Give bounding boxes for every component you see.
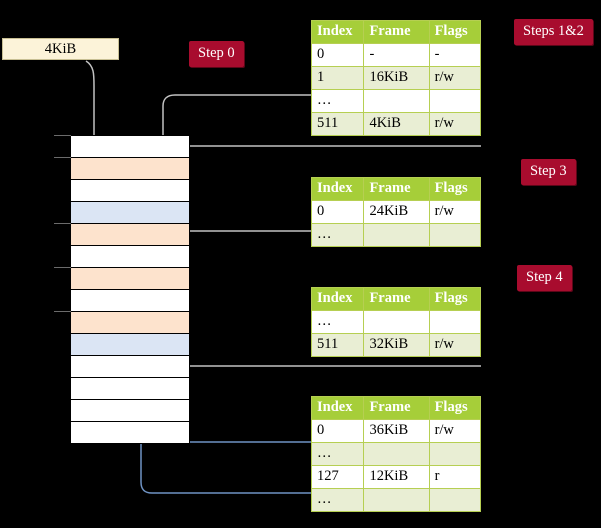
table-cell: r/w xyxy=(428,200,481,224)
memory-frame-tick xyxy=(54,267,71,268)
table-cell xyxy=(428,223,481,247)
table-cell: 511 xyxy=(311,112,365,136)
memory-frame-row xyxy=(71,180,189,202)
step-badge-step-0: Step 0 xyxy=(189,41,244,67)
memory-frame-row xyxy=(71,356,189,378)
column-header-frame: Frame xyxy=(363,287,430,311)
table-cell: 24KiB xyxy=(363,200,430,224)
memory-frame-tick xyxy=(54,135,71,136)
table-cell: 0 xyxy=(311,43,365,67)
table-cell: r/w xyxy=(428,112,481,136)
column-header-frame: Frame xyxy=(363,20,430,44)
table-cell xyxy=(363,310,430,334)
memory-frame-row xyxy=(71,268,189,290)
table-cell: - xyxy=(428,43,481,67)
table-cell: r xyxy=(428,465,481,489)
table-row: … xyxy=(311,488,481,512)
column-header-index: Index xyxy=(311,287,365,311)
table-cell xyxy=(363,89,430,113)
column-header-index: Index xyxy=(311,20,365,44)
table-cell: - xyxy=(363,43,430,67)
table-cell xyxy=(363,488,430,512)
memory-frame-row xyxy=(71,312,189,334)
cr3-source-label: 4KiB xyxy=(44,40,77,57)
table-cell: 127 xyxy=(311,465,365,489)
step-badge-step-3: Step 3 xyxy=(521,159,576,185)
table-cell xyxy=(428,442,481,466)
memory-frame-row xyxy=(71,290,189,312)
table-cell: 36KiB xyxy=(363,419,430,443)
table-row: … xyxy=(311,223,481,247)
cr3-source-box: 4KiB xyxy=(2,38,119,60)
column-header-frame: Frame xyxy=(363,396,430,420)
table-cell: … xyxy=(311,488,365,512)
table-row: … xyxy=(311,310,481,334)
memory-frame-tick xyxy=(54,157,71,158)
memory-frame-row xyxy=(71,400,189,422)
wire-pml4-entry511 xyxy=(136,145,481,158)
column-header-frame: Frame xyxy=(363,177,430,201)
table-cell: r/w xyxy=(428,419,481,443)
table-cell: r/w xyxy=(428,66,481,90)
memory-frame-row xyxy=(71,334,189,356)
step-badge-steps-1-2: Steps 1&2 xyxy=(514,19,593,45)
table-cell: 511 xyxy=(311,333,365,357)
table-cell xyxy=(428,310,481,334)
step-badge-step-4: Step 4 xyxy=(517,265,572,291)
memory-frame-row xyxy=(71,246,189,268)
table-cell: … xyxy=(311,310,365,334)
memory-frame-tick xyxy=(54,223,71,224)
table-cell xyxy=(428,89,481,113)
table-cell: 1 xyxy=(311,66,365,90)
table-cell: 4KiB xyxy=(363,112,430,136)
column-header-flags: Flags xyxy=(428,396,481,420)
memory-frame-row xyxy=(71,224,189,246)
column-header-flags: Flags xyxy=(428,177,481,201)
table-cell xyxy=(363,223,430,247)
memory-frame-row xyxy=(71,422,189,444)
memory-frame-row xyxy=(71,378,189,400)
memory-frame-row xyxy=(71,158,189,180)
table-cell: 16KiB xyxy=(363,66,430,90)
table-cell xyxy=(363,442,430,466)
physical-memory-column xyxy=(70,135,190,444)
table-cell: 0 xyxy=(311,200,365,224)
table-row: … xyxy=(311,89,481,113)
table-cell: 0 xyxy=(311,419,365,443)
column-header-flags: Flags xyxy=(428,20,481,44)
memory-frame-row xyxy=(71,202,189,224)
table-cell: … xyxy=(311,89,365,113)
memory-frame-row xyxy=(71,136,189,158)
column-header-flags: Flags xyxy=(428,287,481,311)
column-header-index: Index xyxy=(311,177,365,201)
table-cell: … xyxy=(311,442,365,466)
table-cell: 32KiB xyxy=(363,333,430,357)
table-row: 0-- xyxy=(311,43,481,67)
memory-frame-tick xyxy=(54,311,71,312)
table-cell: r/w xyxy=(428,333,481,357)
table-cell xyxy=(428,488,481,512)
table-cell: … xyxy=(311,223,365,247)
table-row: … xyxy=(311,442,481,466)
table-cell: 12KiB xyxy=(363,465,430,489)
column-header-index: Index xyxy=(311,396,365,420)
